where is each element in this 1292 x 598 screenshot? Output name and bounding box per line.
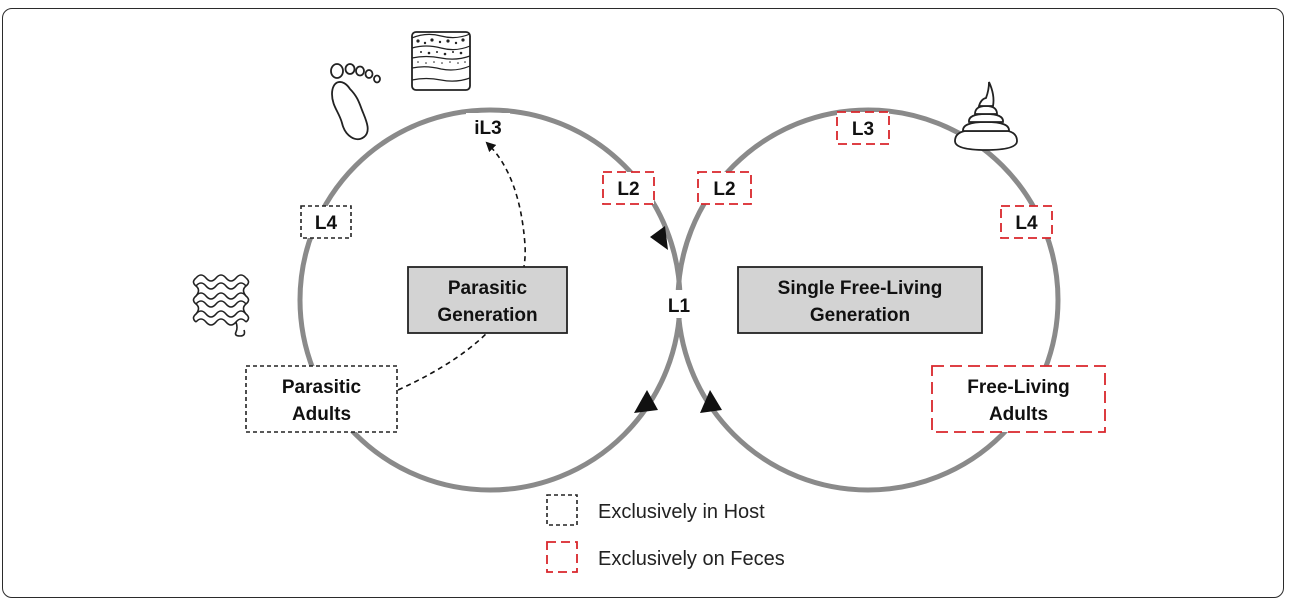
arrow-l1-to-l2 <box>650 226 668 250</box>
free-living-adults-box <box>931 365 1106 433</box>
parasitic-adults-box <box>245 365 398 433</box>
parasitic-adults-line1: Parasitic <box>282 377 362 398</box>
intestine-icon <box>192 274 250 337</box>
legend-feces-swatch <box>546 541 578 573</box>
parasitic-adults-line2: Adults <box>292 404 351 425</box>
stage-l4-free-box <box>1000 205 1053 239</box>
stage-l3-free-box <box>836 111 890 145</box>
stage-il3: iL3 <box>474 118 501 139</box>
legend-host-label: Exclusively in Host <box>598 501 765 523</box>
legend-host-swatch <box>546 494 578 526</box>
stage-l2-parasitic-box <box>602 171 655 205</box>
free-living-generation-line2: Generation <box>810 305 910 326</box>
autoinfection-arrow <box>397 141 526 391</box>
footprint-icon <box>330 63 381 141</box>
stage-l4-host: L4 <box>315 213 338 234</box>
parasitic-generation-box <box>407 266 568 334</box>
legend-feces-label: Exclusively on Feces <box>598 548 785 570</box>
soil-layers-icon <box>411 31 471 91</box>
free-living-adults-line2: Adults <box>989 404 1048 425</box>
stage-l2-free: L2 <box>713 179 735 200</box>
arrow-free-adults-to-l1 <box>700 390 722 413</box>
parasitic-generation-line1: Parasitic <box>448 278 528 299</box>
feces-icon <box>954 81 1018 151</box>
stage-l1: L1 <box>668 296 691 317</box>
free-living-adults-line1: Free-Living <box>967 377 1069 398</box>
free-living-generation-line1: Single Free-Living <box>778 278 943 299</box>
parasitic-generation-line2: Generation <box>437 305 537 326</box>
stage-l4-host-box <box>300 205 352 239</box>
free-living-generation-box <box>737 266 983 334</box>
stage-l4-free: L4 <box>1015 213 1038 234</box>
life-cycle-diagram: iL3 L4 L2 L2 L3 L4 L1 Parasitic Generati… <box>192 31 1106 573</box>
stage-l3-free: L3 <box>852 119 874 140</box>
stage-l2-parasitic: L2 <box>617 179 639 200</box>
stage-l2-free-box <box>697 171 752 205</box>
arrow-parasitic-adults-to-l1 <box>634 390 658 413</box>
